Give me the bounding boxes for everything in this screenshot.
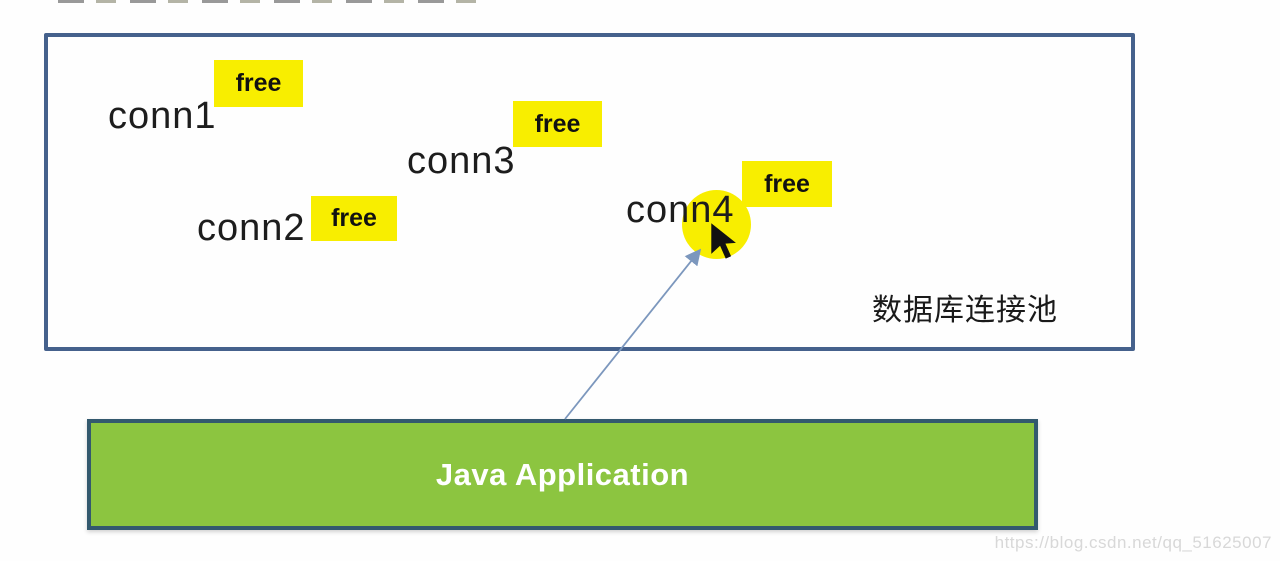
status-badge-conn1: free (214, 60, 303, 107)
cropped-text-remnant (58, 0, 480, 3)
java-application-box: Java Application (87, 419, 1038, 530)
connection-label-conn1: conn1 (108, 95, 217, 137)
java-application-label: Java Application (435, 456, 690, 492)
status-badge-conn4: free (742, 161, 832, 207)
connection-label-conn3: conn3 (407, 140, 516, 182)
mouse-cursor-icon (711, 223, 736, 259)
connection-label-conn4: conn4 (626, 189, 735, 231)
status-badge-conn2: free (311, 196, 397, 241)
pool-caption: 数据库连接池 (872, 294, 1058, 327)
connection-label-conn2: conn2 (197, 207, 306, 249)
watermark-text: https://blog.csdn.net/qq_51625007 (994, 533, 1272, 552)
status-badge-conn3: free (513, 101, 602, 147)
